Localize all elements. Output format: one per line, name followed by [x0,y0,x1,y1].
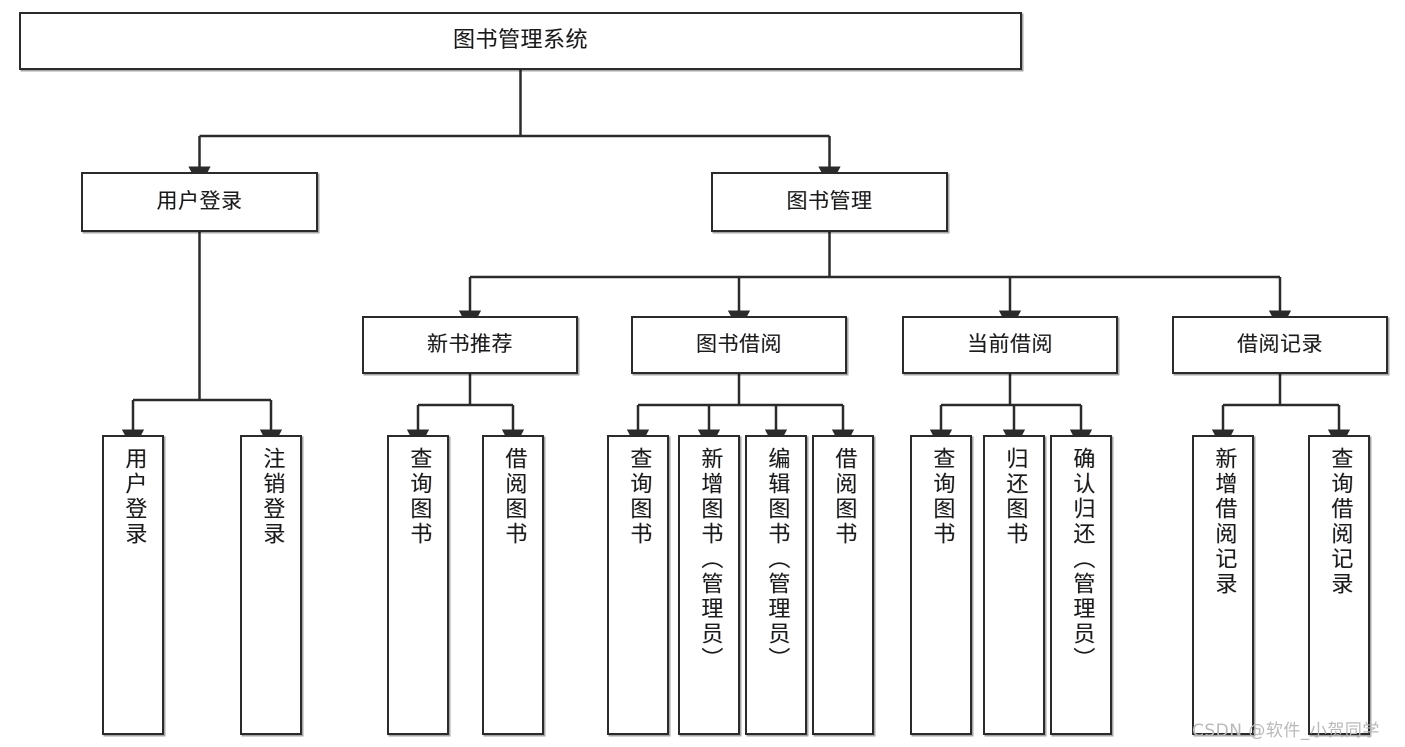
node-leaf-add[interactable]: 新增图书（管理员） [678,435,740,735]
node-leaf-edit[interactable]: 编辑图书（管理员） [745,435,807,735]
node-leaf-login[interactable]: 用户登录 [102,435,164,735]
node-newbook[interactable]: 新书推荐 [362,316,578,374]
node-label: 新增图书（管理员） [697,447,723,672]
csdn-watermark: CSDN @软件_小贺同学 [1192,721,1380,741]
node-label: 借阅图书 [831,447,857,547]
node-label: 查询图书 [626,447,652,547]
node-label: 借阅记录 [1237,332,1323,357]
node-label: 注销登录 [259,447,285,547]
node-label: 图书管理系统 [452,27,588,53]
node-label: 图书借阅 [696,332,782,357]
node-leaf-queryrec[interactable]: 查询借阅记录 [1308,435,1370,735]
node-records[interactable]: 借阅记录 [1172,316,1388,374]
node-login[interactable]: 用户登录 [81,172,318,232]
node-label: 借阅图书 [501,447,527,547]
node-label: 查询借阅记录 [1327,447,1353,597]
node-leaf-return[interactable]: 归还图书 [983,435,1045,735]
node-leaf-query3[interactable]: 查询图书 [910,435,972,735]
node-leaf-borrow1[interactable]: 借阅图书 [482,435,544,735]
node-label: 查询图书 [406,447,432,547]
node-label: 查询图书 [929,447,955,547]
node-leaf-query2[interactable]: 查询图书 [607,435,669,735]
node-label: 归还图书 [1002,447,1028,547]
node-leaf-borrow2[interactable]: 借阅图书 [812,435,874,735]
node-label: 编辑图书（管理员） [764,447,790,672]
node-label: 当前借阅 [967,332,1053,357]
node-root[interactable]: 图书管理系统 [19,12,1022,70]
node-leaf-query1[interactable]: 查询图书 [387,435,449,735]
node-leaf-confirm[interactable]: 确认归还（管理员） [1050,435,1112,735]
node-label: 新增借阅记录 [1211,447,1237,597]
node-label: 用户登录 [121,447,147,547]
node-leaf-addrec[interactable]: 新增借阅记录 [1192,435,1254,735]
node-label: 图书管理 [786,189,873,214]
node-borrow[interactable]: 图书借阅 [631,316,847,374]
node-current[interactable]: 当前借阅 [902,316,1118,374]
node-label: 确认归还（管理员） [1069,447,1095,672]
node-label: 用户登录 [156,189,243,214]
node-label: 新书推荐 [427,332,513,357]
node-bookmgmt[interactable]: 图书管理 [711,172,948,232]
node-leaf-logout[interactable]: 注销登录 [240,435,302,735]
